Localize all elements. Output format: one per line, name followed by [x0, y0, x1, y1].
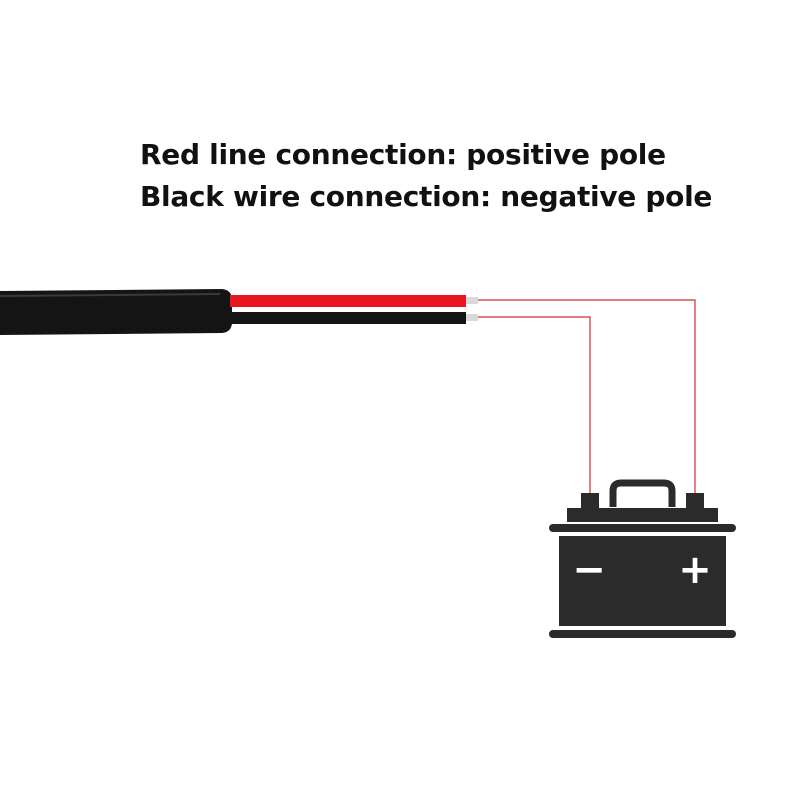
- battery-handle: [609, 479, 676, 507]
- battery-upper-rim: [549, 524, 736, 532]
- caption-red-line: Red line connection: positive pole: [140, 138, 666, 171]
- black-wire-insulation: [230, 312, 466, 324]
- negative-guide-line: [478, 316, 591, 496]
- car-battery-icon: − +: [549, 479, 736, 638]
- cable-jacket: [0, 289, 232, 335]
- black-wire-conductor: [466, 314, 478, 321]
- battery-lower-rim: [549, 630, 736, 638]
- red-wire: [230, 295, 478, 307]
- red-wire-conductor: [466, 297, 478, 304]
- battery-top-cap: [567, 508, 718, 522]
- negative-symbol: −: [572, 547, 606, 593]
- negative-terminal: [581, 493, 599, 508]
- caption: Red line connection: positive pole Black…: [140, 134, 712, 218]
- battery-body: [559, 536, 726, 626]
- positive-guide-line: [478, 299, 696, 496]
- red-wire-insulation: [230, 295, 466, 307]
- positive-symbol: +: [678, 547, 712, 593]
- caption-black-wire: Black wire connection: negative pole: [140, 180, 713, 213]
- cable-jacket-highlight: [0, 293, 221, 297]
- black-wire: [230, 312, 478, 324]
- cable: [0, 289, 232, 335]
- positive-terminal: [686, 493, 704, 508]
